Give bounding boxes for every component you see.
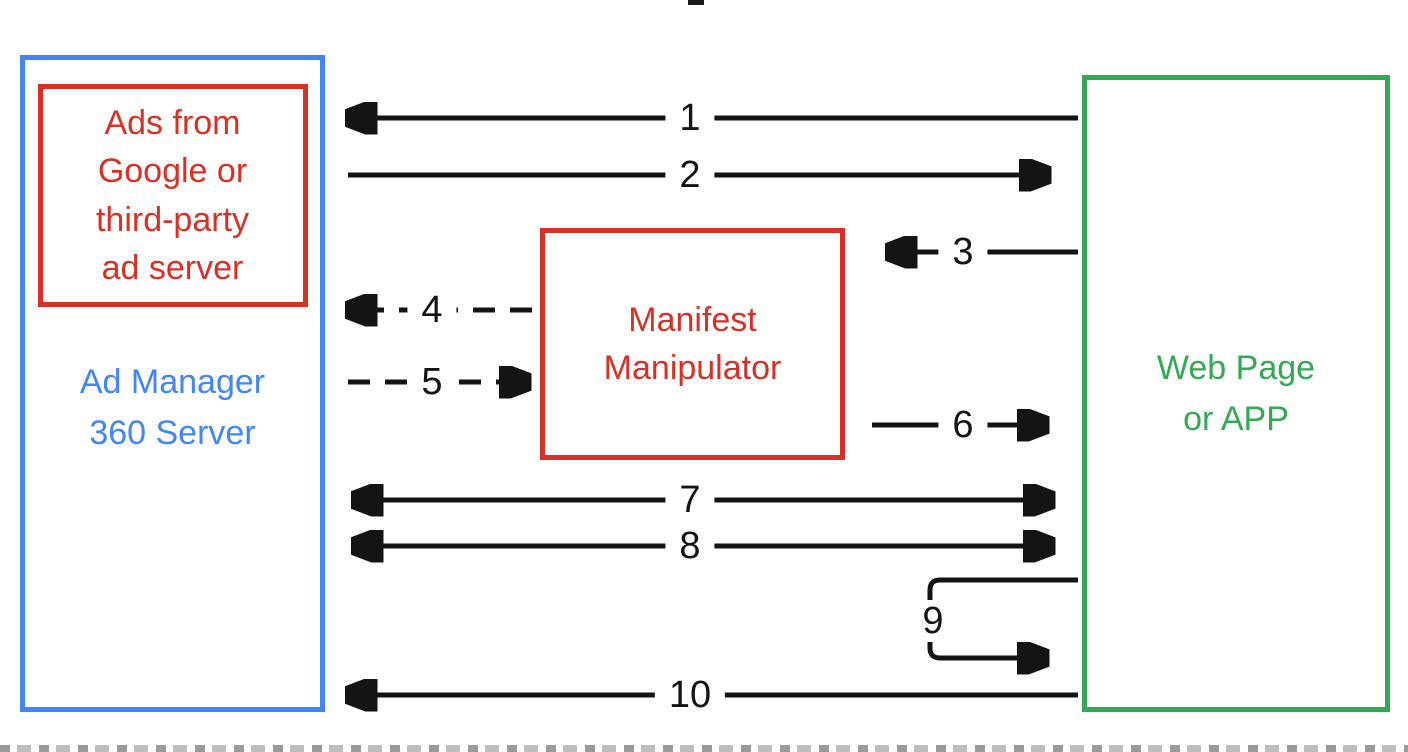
arrow-10-label: 10 (654, 674, 726, 716)
cutoff-text-fragment-top (688, 0, 704, 5)
arrow-1-label: 1 (665, 97, 715, 139)
manifest-manipulator-box: Manifest Manipulator (540, 228, 845, 460)
ad-source-label: Ads from Google or third-party ad server (95, 104, 250, 287)
arrow-4-label: 4 (407, 289, 457, 331)
arrow-2-label: 2 (665, 154, 715, 196)
ad-source-box: Ads from Google or third-party ad server (37, 84, 308, 308)
arrow-5-label: 5 (407, 361, 457, 403)
arrow-9-label: 9 (908, 600, 958, 642)
web-page-or-app-label: Web Page or APP (1156, 348, 1316, 438)
arrow-8-label: 8 (665, 525, 715, 567)
arrow-7-label: 7 (665, 479, 715, 521)
web-page-or-app-box: Web Page or APP (1082, 75, 1390, 712)
arrow-3-label: 3 (938, 231, 988, 273)
arrow-6-label: 6 (938, 404, 988, 446)
ad-manager-360-server-box: Ads from Google or third-party ad server… (20, 55, 325, 712)
ad-manager-360-server-label: Ad Manager 360 Server (79, 363, 266, 453)
manifest-manipulator-label: Manifest Manipulator (603, 300, 782, 387)
cutoff-text-fragment-bottom (0, 745, 1408, 752)
